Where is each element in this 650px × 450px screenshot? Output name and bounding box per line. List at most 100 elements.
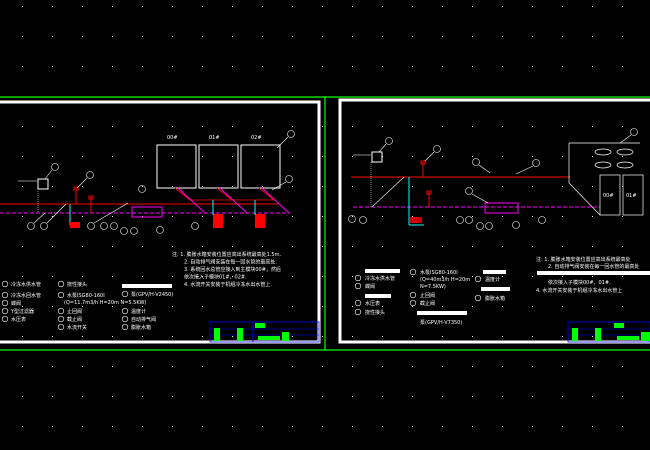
callouts (27, 130, 295, 235)
grid-dot (592, 366, 593, 367)
grid-dot (322, 156, 323, 157)
grid-dot (142, 276, 143, 277)
grid-dot (622, 186, 623, 187)
legend-marker (409, 268, 417, 276)
grid-dot (202, 126, 203, 127)
grid-dot (262, 186, 263, 187)
grid-dot (532, 36, 533, 37)
legend-item: 止回阀 (67, 308, 82, 315)
grid-dot (232, 306, 233, 307)
grid-dot (442, 246, 443, 247)
grid-dot (202, 396, 203, 397)
grid-dot (622, 66, 623, 67)
grid-dot (382, 336, 383, 337)
grid-dot (382, 126, 383, 127)
grid-dot (382, 426, 383, 427)
grid-dot (22, 36, 23, 37)
grid-dot (202, 336, 203, 337)
grid-dot (322, 186, 323, 187)
grid-dot (112, 156, 113, 157)
grid-dot (262, 126, 263, 127)
valve-icon (73, 186, 79, 191)
grid-dot (412, 426, 413, 427)
redacted-bar (481, 287, 510, 291)
legend-item: 水泵ISG80-160I (67, 292, 105, 299)
unit-label: 00# (167, 135, 178, 141)
grid-dot (352, 276, 353, 277)
grid-dot (592, 276, 593, 277)
grid-dot (352, 426, 353, 427)
note-line: 注: 1. 膨胀水箱安装位置应高出系统最高处1.5m. (172, 251, 281, 258)
legend-marker (354, 308, 362, 316)
grid-dot (172, 246, 173, 247)
grid-dot (292, 66, 293, 67)
valve-icon (88, 195, 94, 200)
grid-dot (502, 126, 503, 127)
grid-dot (172, 156, 173, 157)
grid-dot (52, 276, 53, 277)
grid-dot (562, 306, 563, 307)
manifold (484, 202, 519, 214)
grid-dot (142, 36, 143, 37)
grid-dot (322, 246, 323, 247)
grid-dot (22, 276, 23, 277)
grid-dot (382, 216, 383, 217)
grid-dot (232, 426, 233, 427)
grid-dot (52, 186, 53, 187)
grid-dot (472, 336, 473, 337)
grid-dot (202, 216, 203, 217)
grid-dot (352, 396, 353, 397)
grid-dot (172, 66, 173, 67)
grid-dot (442, 216, 443, 217)
legend-marker (57, 323, 65, 331)
grid-dot (412, 336, 413, 337)
grid-dot (562, 186, 563, 187)
redacted-bar (483, 270, 506, 274)
grid-dot (112, 366, 113, 367)
grid-dot (532, 396, 533, 397)
legend-marker (354, 274, 362, 282)
grid-dot (172, 216, 173, 217)
grid-dot (352, 66, 353, 67)
grid-dot (352, 216, 353, 217)
grid-dot (292, 396, 293, 397)
legend-marker (121, 307, 129, 315)
grid-dot (532, 6, 533, 7)
grid-dot (292, 366, 293, 367)
legend-item: 冷冻水回水管 (11, 292, 41, 299)
grid-dot (112, 426, 113, 427)
grid-dot (22, 396, 23, 397)
grid-dot (52, 36, 53, 37)
grid-dot (262, 66, 263, 67)
pump-icon (255, 214, 265, 228)
grid-dot (112, 396, 113, 397)
grid-dot (202, 276, 203, 277)
grid-dot (292, 306, 293, 307)
grid-dot (112, 216, 113, 217)
grid-dot (202, 186, 203, 187)
legend-item: 温度计 (485, 276, 500, 283)
grid-dot (262, 366, 263, 367)
legend-item: (Q=11.7m3/h H=20m N=5.5KW) (64, 300, 146, 306)
grid-dot (232, 216, 233, 217)
title-block (567, 321, 650, 343)
grid-dot (142, 6, 143, 7)
grid-dot (112, 246, 113, 247)
grid-dot (622, 306, 623, 307)
legend-marker (1, 280, 9, 288)
grid-dot (592, 186, 593, 187)
legend-item: 截止阀 (67, 316, 82, 323)
grid-dot (412, 306, 413, 307)
grid-dot (112, 36, 113, 37)
grid-dot (232, 36, 233, 37)
grid-dot (142, 66, 143, 67)
legend-item: 水泵ISG80-160I (420, 269, 458, 276)
legend-marker (409, 299, 417, 307)
grid-dot (502, 216, 503, 217)
grid-dot (112, 336, 113, 337)
grid-dot (502, 396, 503, 397)
unit-label: 01# (626, 193, 637, 199)
grid-dot (412, 156, 413, 157)
grid-dot (22, 156, 23, 157)
